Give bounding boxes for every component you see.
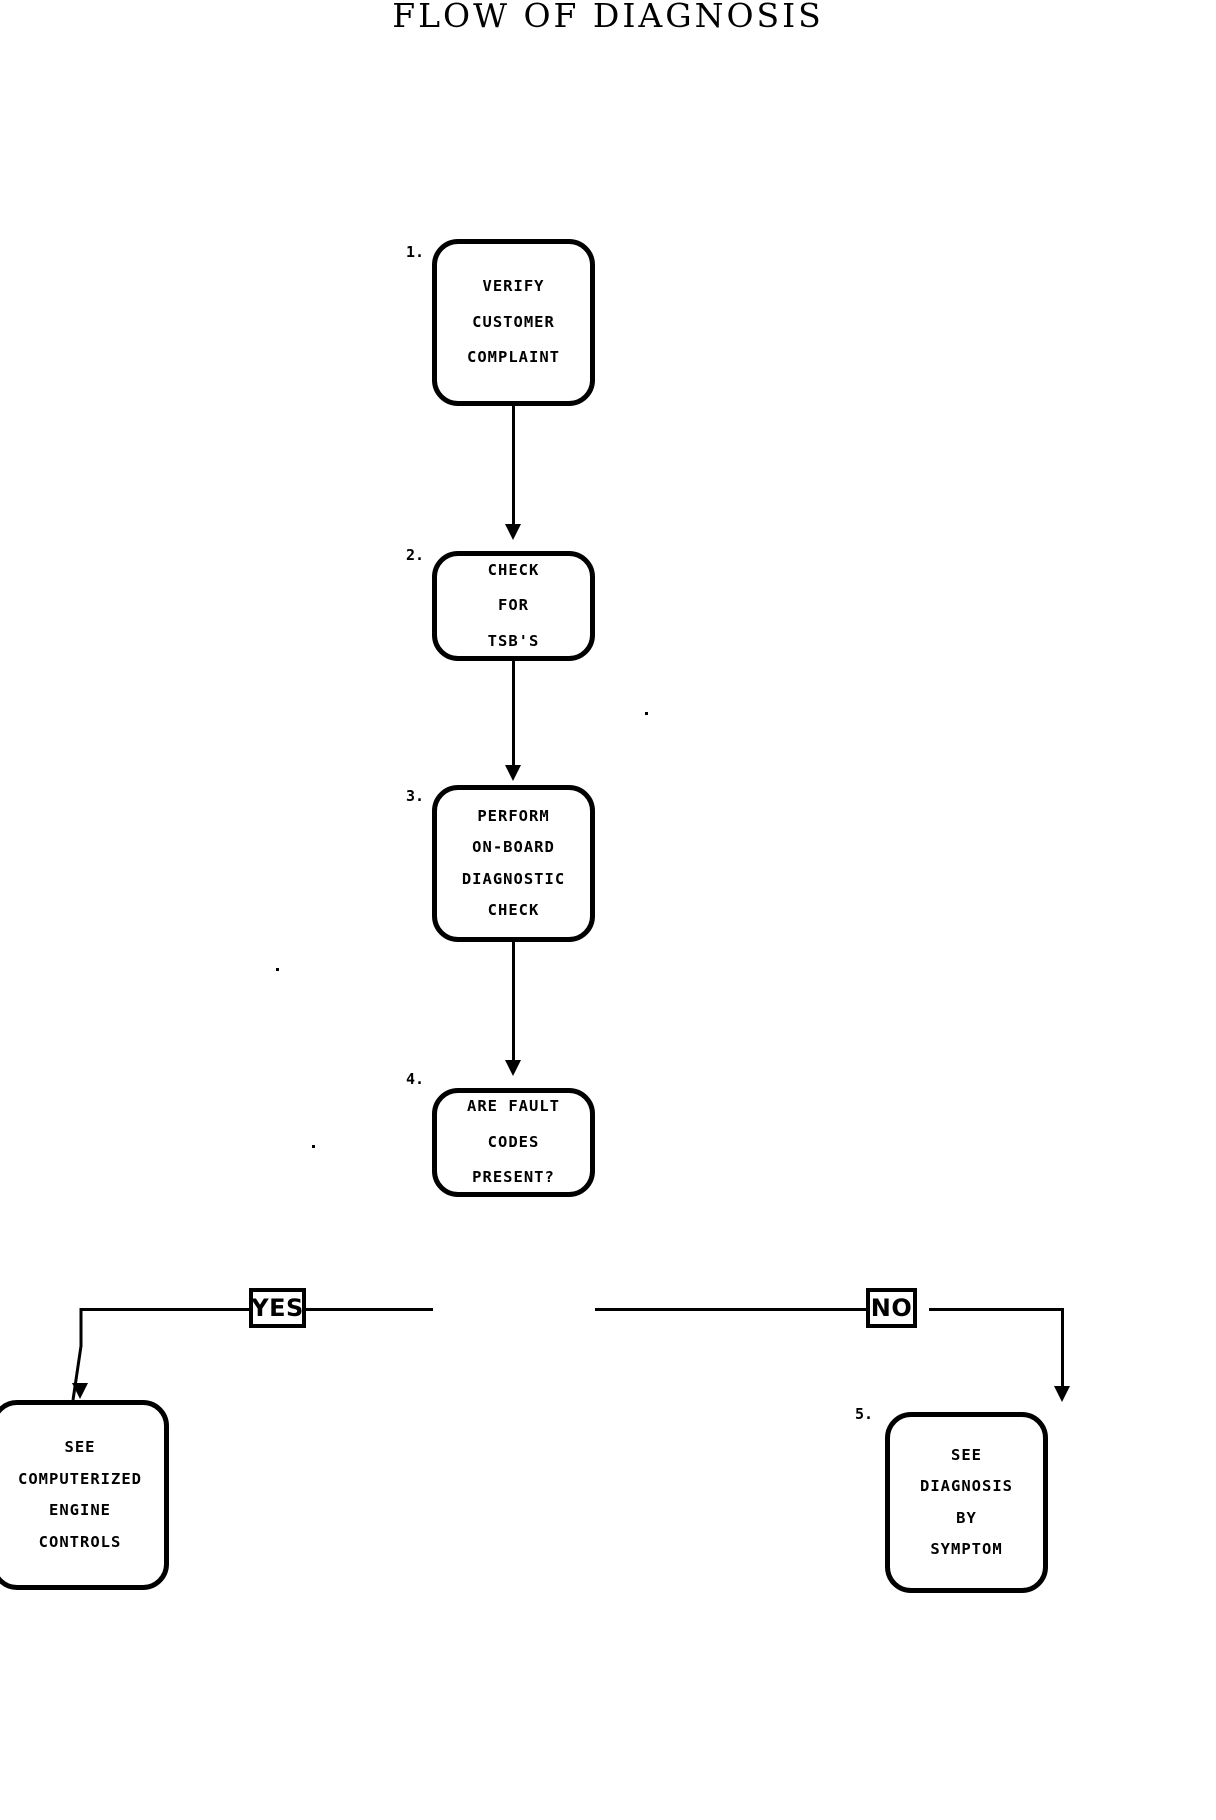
connector-3-to-4 [512,940,515,1068]
connector-yes-horizontal-outer [80,1308,252,1311]
arrowhead-icon-3-to-4 [505,1060,521,1076]
branch-label-no: NO [866,1288,917,1328]
connector-no-horizontal-inner [595,1308,866,1311]
arrowhead-icon-2-to-3 [505,765,521,781]
flow-node-see-computerized-engine-controls[interactable]: SEE COMPUTERIZED ENGINE CONTROLS [0,1400,169,1590]
node-line: CHECK [487,560,540,579]
step-number-1: 1. [406,243,425,261]
node-line: PERFORM [477,806,550,825]
node-line: CODES [487,1132,540,1151]
node-line: COMPLAINT [467,348,560,367]
node-line: CONTROLS [38,1532,122,1551]
arrowhead-icon-no [1054,1386,1070,1402]
connector-yes-horizontal-inner [305,1308,433,1311]
arrowhead-icon-yes [72,1383,88,1399]
branch-label-yes: YES [249,1288,306,1328]
node-line: VERIFY [482,277,545,296]
flow-node-check-for-tsbs[interactable]: CHECK FOR TSB'S [432,551,595,661]
node-line: ENGINE [49,1501,111,1519]
step-number-2: 2. [406,546,425,564]
step-number-4: 4. [406,1070,425,1088]
node-line: ARE FAULT [467,1097,560,1116]
flow-node-perform-on-board-diagnostic-check[interactable]: PERFORM ON-BOARD DIAGNOSTIC CHECK [432,785,595,942]
connector-no-vertical [1061,1308,1064,1394]
flow-node-are-fault-codes-present[interactable]: ARE FAULT CODES PRESENT? [432,1088,595,1197]
node-line: CHECK [487,901,540,919]
node-line: TSB'S [487,631,540,650]
node-line: SEE [951,1445,982,1464]
connector-2-to-3 [512,659,515,771]
scan-artifact-dot [276,968,279,971]
node-line: SYMPTOM [930,1540,1003,1558]
flow-node-verify-customer-complaint[interactable]: VERIFY CUSTOMER COMPLAINT [432,239,595,406]
scan-artifact-dot [645,712,648,715]
node-line: COMPUTERIZED [18,1469,142,1488]
node-line: FOR [498,596,529,615]
scan-artifact-dot [312,1145,315,1148]
node-line: DIAGNOSTIC [461,869,566,888]
node-line: ON-BOARD [472,838,555,856]
node-line: CUSTOMER [472,312,555,331]
node-line: SEE [64,1438,96,1456]
step-number-5: 5. [855,1405,874,1423]
node-line: BY [956,1508,977,1527]
connector-yes-vertical [71,1308,83,1401]
connector-1-to-2 [512,404,515,532]
arrowhead-icon-1-to-2 [505,524,521,540]
step-number-3: 3. [406,787,425,805]
page-title: FLOW OF DIAGNOSIS [392,0,824,35]
node-line: DIAGNOSIS [920,1477,1013,1495]
flow-node-see-diagnosis-by-symptom[interactable]: SEE DIAGNOSIS BY SYMPTOM [885,1412,1048,1593]
connector-no-horizontal-outer [929,1308,1064,1311]
node-line: PRESENT? [472,1168,555,1187]
